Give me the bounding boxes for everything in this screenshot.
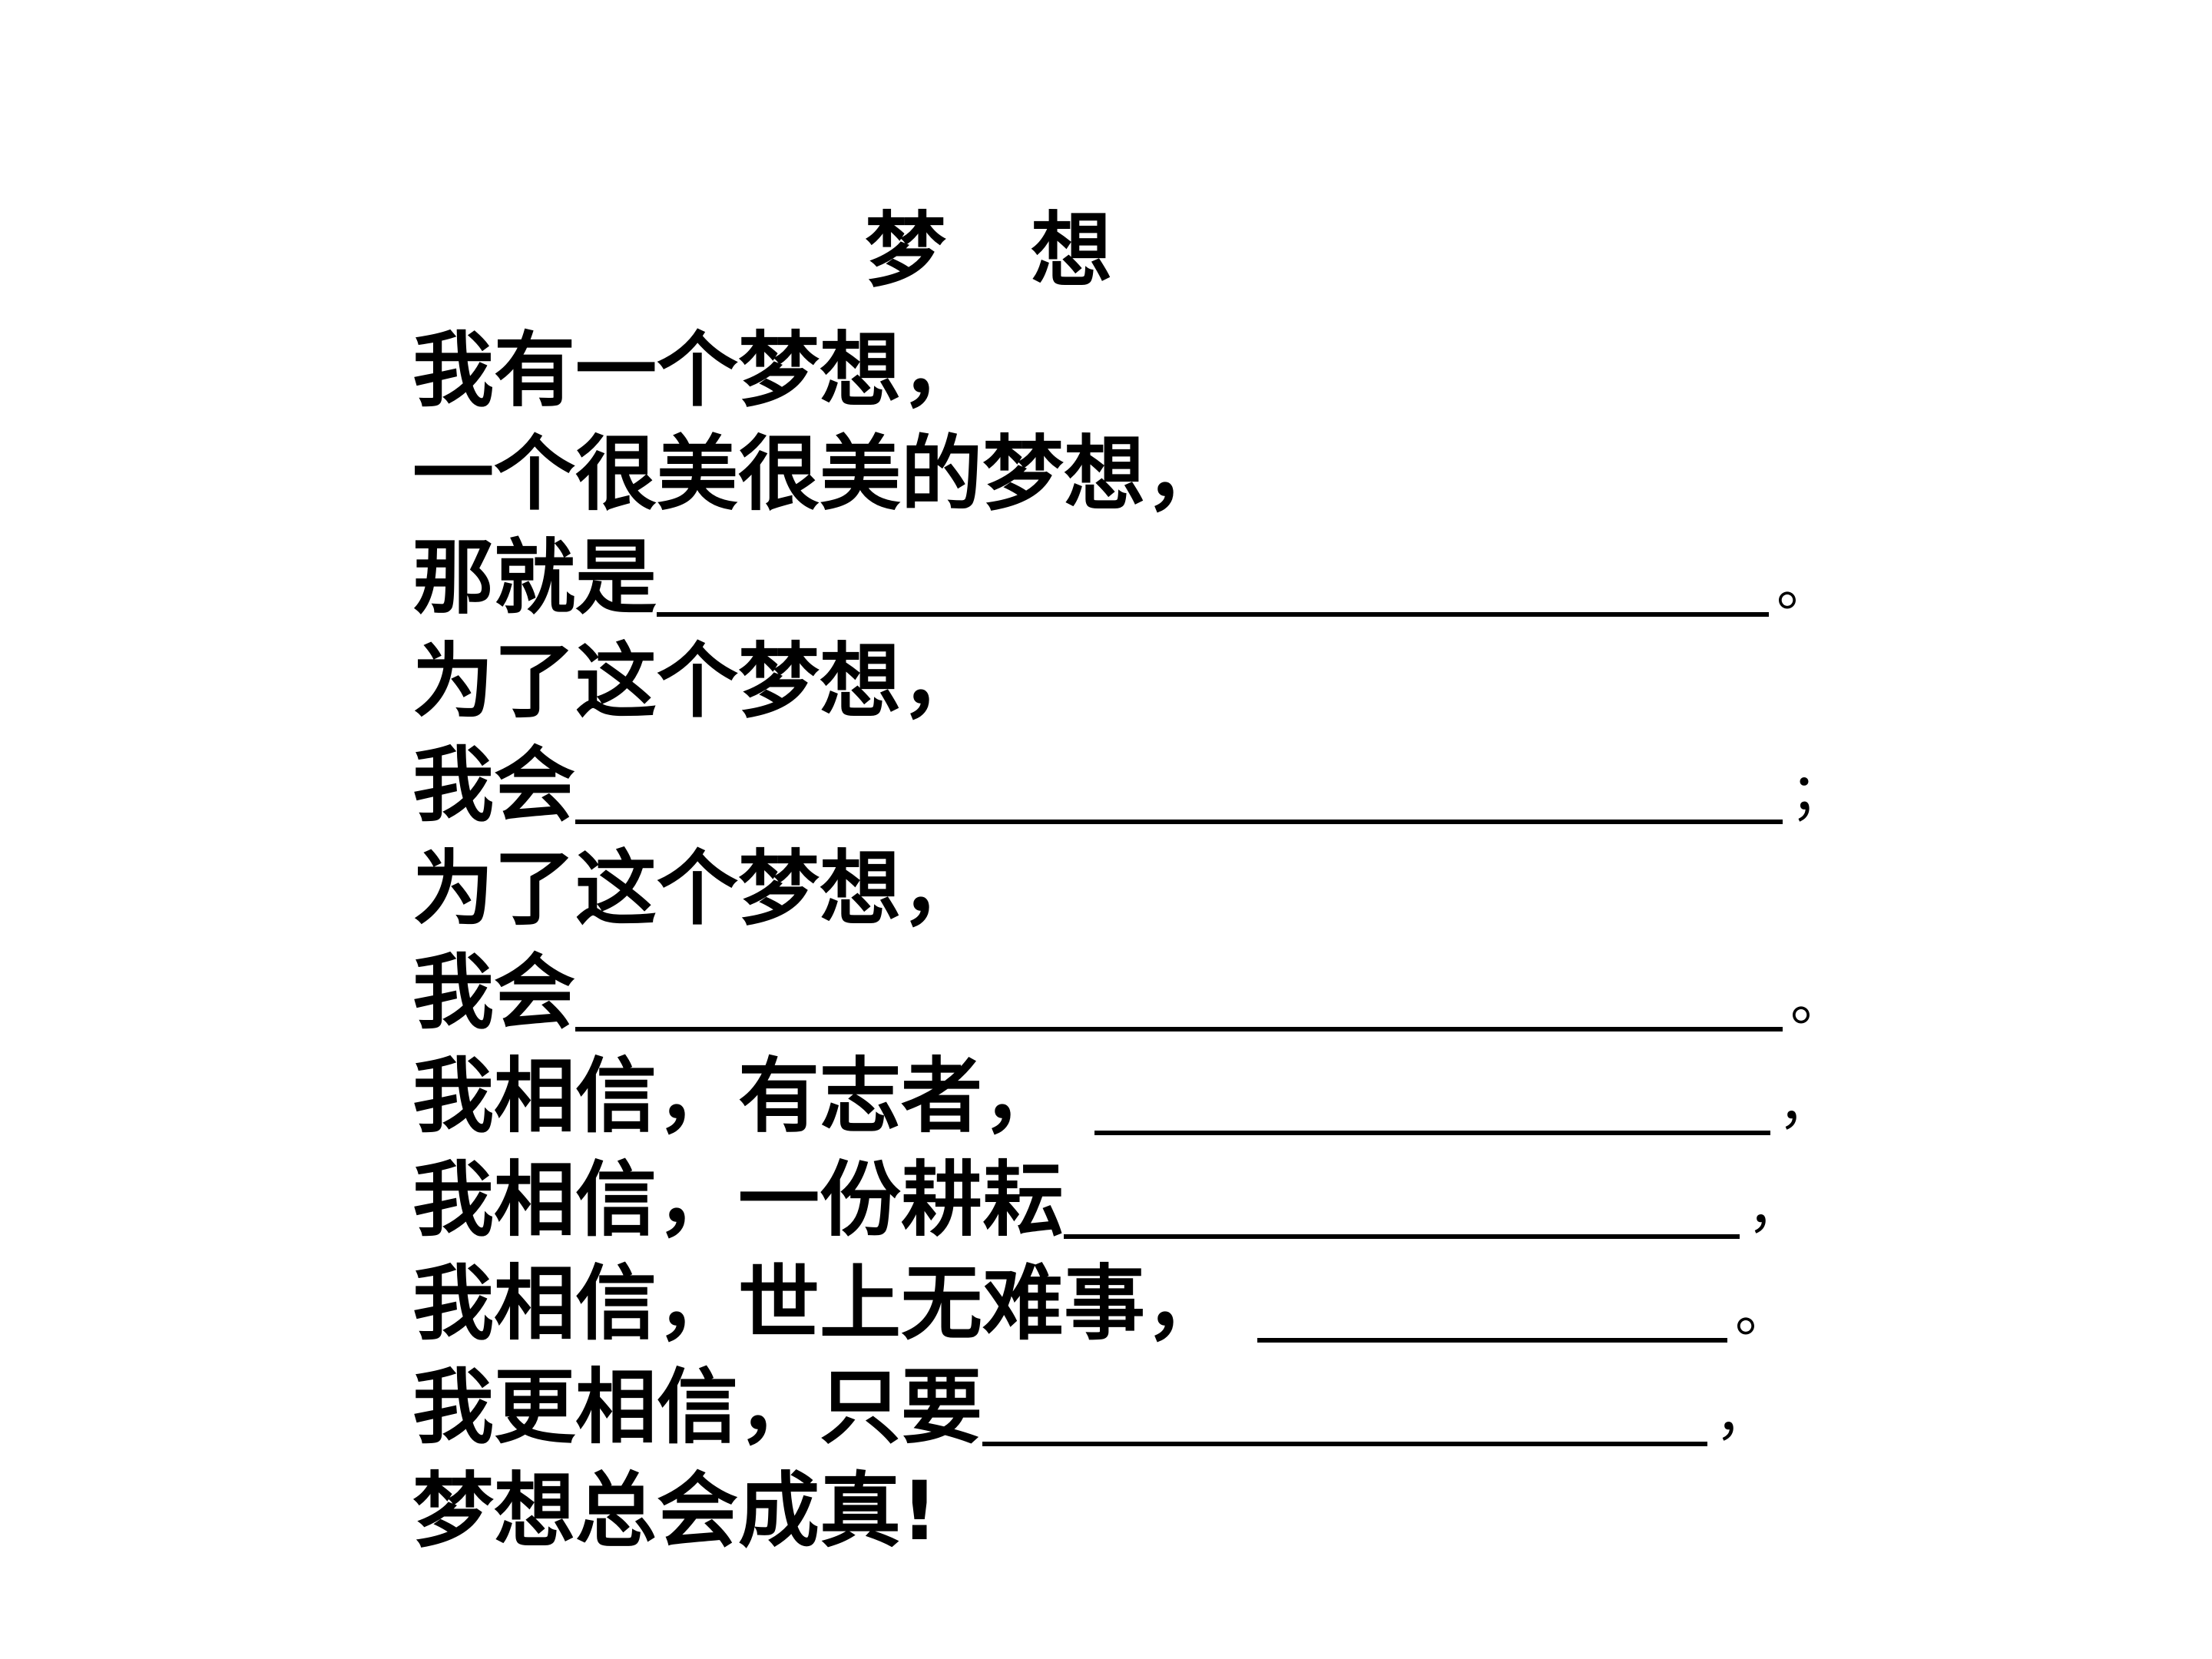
fill-in-blank[interactable] xyxy=(575,950,1783,1031)
title-char-2: 想 xyxy=(1031,204,1112,298)
poem-line-1: 我有一个梦想， xyxy=(412,313,1949,417)
poem-line-9: 我相信，一份耕耘 ， xyxy=(412,1143,1949,1247)
line-punctuation: 。 xyxy=(1777,554,1833,618)
poem-title: 梦 想 xyxy=(865,201,1112,301)
fill-in-blank[interactable] xyxy=(1064,1157,1740,1239)
fill-in-blank[interactable] xyxy=(982,1365,1707,1446)
line-text: 我相信，有志者， xyxy=(412,1049,1064,1144)
line-text: 我相信，世上无难事， xyxy=(412,1257,1227,1351)
line-punctuation: ； xyxy=(1790,761,1846,826)
line-text: 为了这个梦想， xyxy=(412,634,982,729)
fill-in-blank[interactable] xyxy=(1094,1054,1770,1135)
line-text: 我相信，一份耕耘 xyxy=(412,1153,1064,1247)
poem-line-11: 我更相信，只要 ， xyxy=(412,1350,1949,1454)
fill-in-blank[interactable] xyxy=(657,535,1769,617)
poem-line-2: 一个很美很美的梦想， xyxy=(412,417,1949,521)
poem-body: 我有一个梦想， 一个很美很美的梦想， 那就是 。 为了这个梦想， 我会 ； 为了… xyxy=(412,313,1949,1558)
line-text: 我会 xyxy=(412,738,575,833)
line-punctuation: ， xyxy=(1747,1176,1803,1240)
poem-line-4: 为了这个梦想， xyxy=(412,624,1949,728)
poem-line-3: 那就是 。 xyxy=(412,521,1949,624)
poem-line-6: 为了这个梦想， xyxy=(412,832,1949,935)
line-text: 为了这个梦想， xyxy=(412,842,982,936)
poem-line-5: 我会 ； xyxy=(412,728,1949,832)
line-punctuation: 。 xyxy=(1790,969,1846,1033)
fill-in-blank[interactable] xyxy=(575,743,1783,824)
line-text: 一个很美很美的梦想， xyxy=(412,427,1227,522)
title-char-1: 梦 xyxy=(865,204,946,298)
poem-line-8: 我相信，有志者， ， xyxy=(412,1039,1949,1143)
line-text: 那就是 xyxy=(412,531,657,625)
line-punctuation: ， xyxy=(1778,1072,1834,1137)
line-text: 我会 xyxy=(412,945,575,1040)
line-text: 我更相信，只要 xyxy=(412,1360,982,1455)
poem-line-10: 我相信，世上无难事， 。 xyxy=(412,1247,1949,1350)
poem-line-7: 我会 。 xyxy=(412,935,1949,1039)
line-punctuation: ， xyxy=(1715,1383,1771,1448)
line-text: 梦想总会成真! xyxy=(412,1464,939,1558)
fill-in-blank[interactable] xyxy=(1257,1261,1727,1343)
line-text: 我有一个梦想， xyxy=(412,323,982,418)
line-punctuation: 。 xyxy=(1735,1280,1791,1344)
poem-line-12: 梦想总会成真! xyxy=(412,1454,1949,1558)
